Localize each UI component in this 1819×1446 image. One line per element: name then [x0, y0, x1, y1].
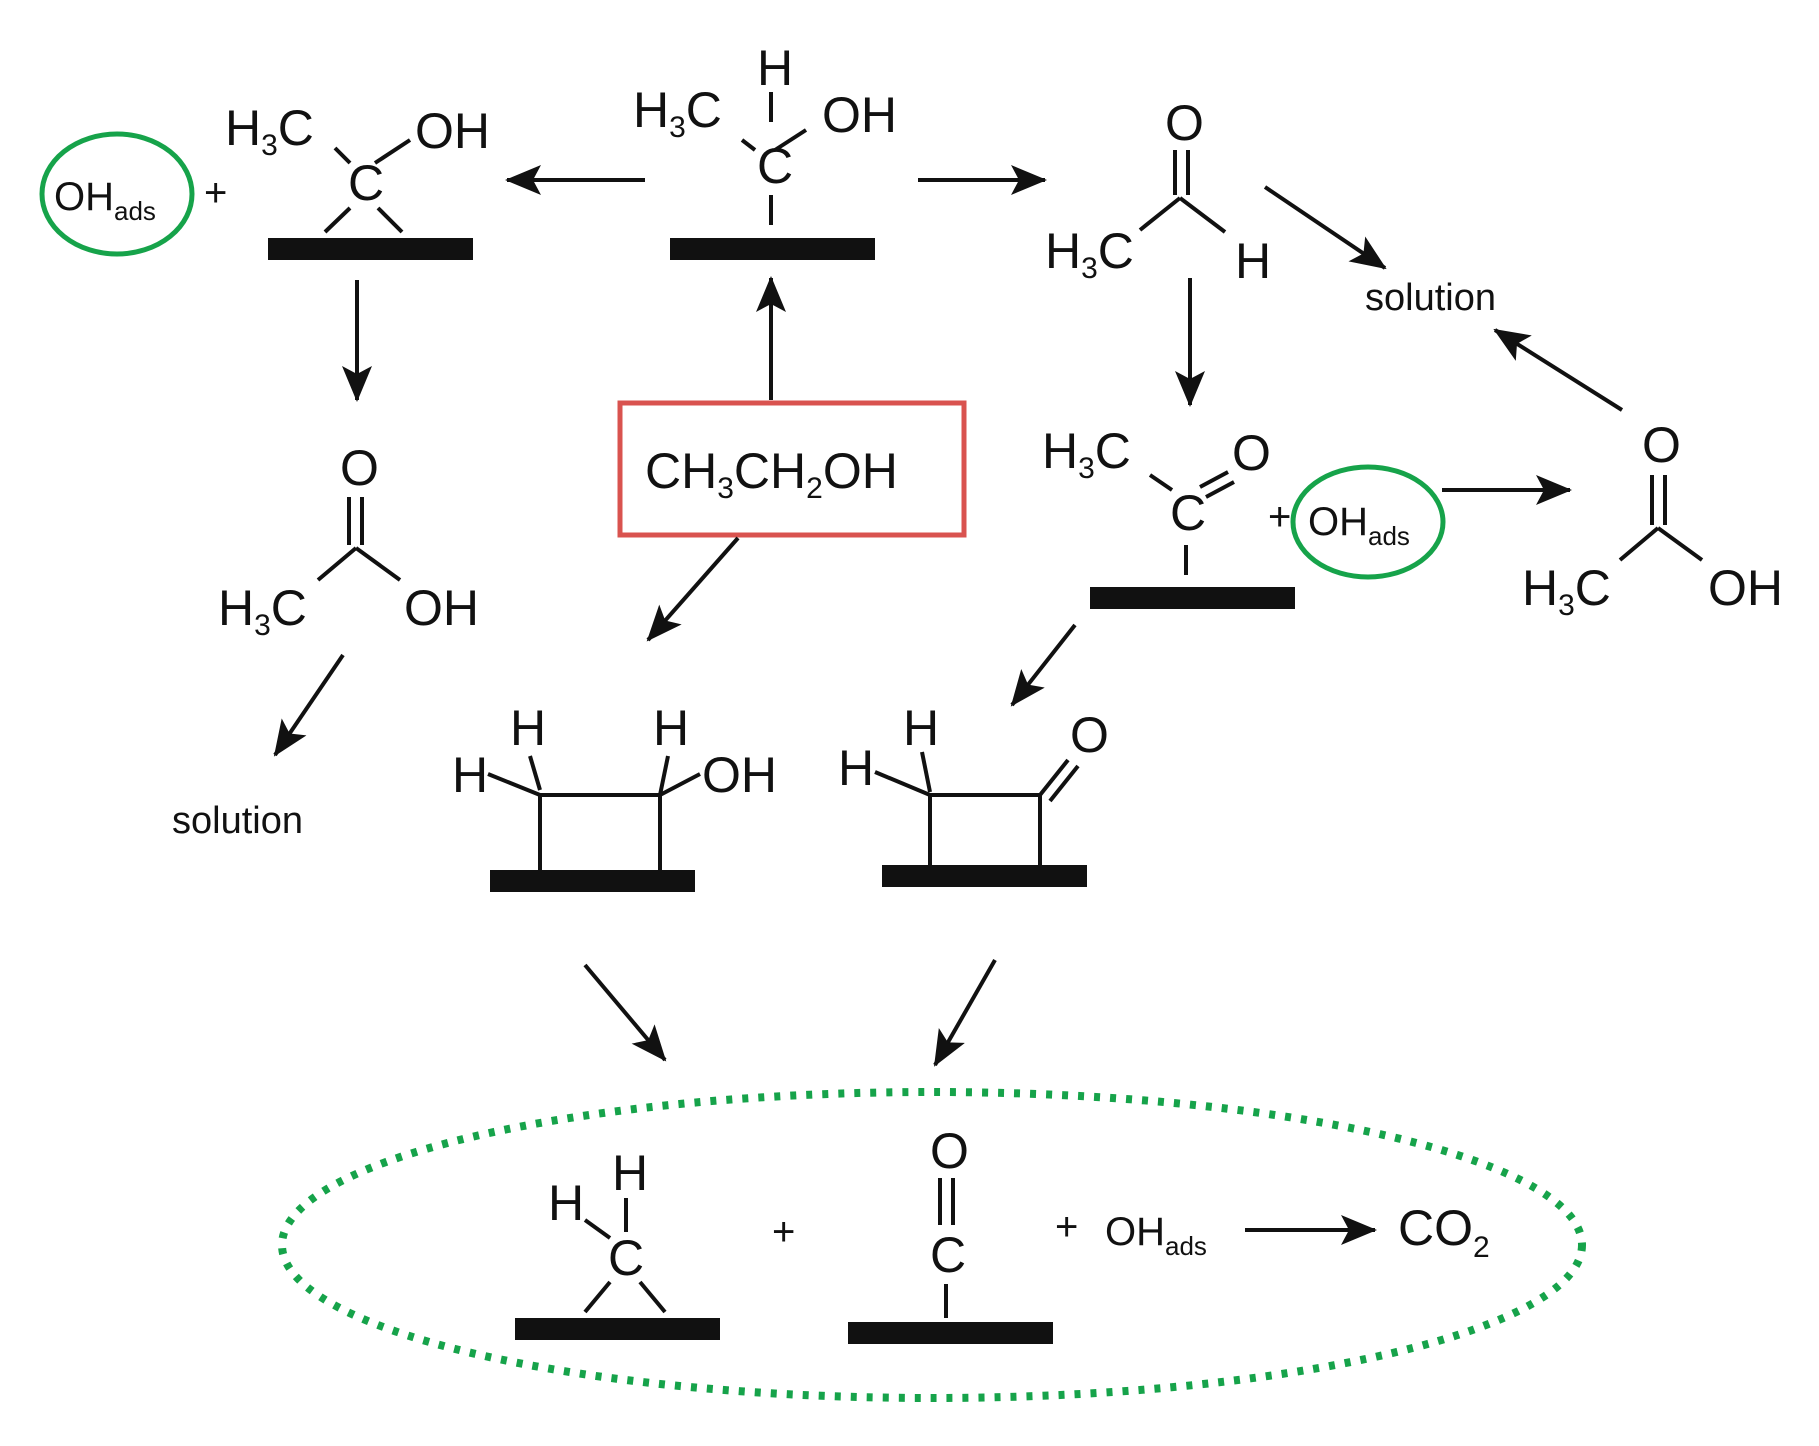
- surface-bar: [848, 1322, 1053, 1344]
- dotted-ellipse: [278, 1088, 1586, 1402]
- adsorbed-ch2: H H C: [515, 1145, 720, 1340]
- label-h3c: H3C: [633, 82, 722, 144]
- label-h: H: [653, 700, 689, 756]
- label-h: H: [1235, 233, 1271, 289]
- label-h: H: [548, 1175, 584, 1231]
- label-plus: +: [1268, 495, 1291, 539]
- acetic-acid-left: O H3C OH: [218, 440, 479, 642]
- surface-bar: [490, 870, 695, 892]
- label-plus: +: [772, 1210, 795, 1254]
- adsorbed-acetyl: H3C C O: [1042, 423, 1295, 609]
- arrow-acetaldehyde-to-solution: [1263, 185, 1387, 270]
- label-c: C: [348, 155, 384, 211]
- label-oh: OH: [404, 580, 479, 636]
- label-o: O: [340, 440, 379, 496]
- acetaldehyde: O H3C H: [1045, 95, 1271, 289]
- ohads-left: OHads +: [39, 131, 227, 257]
- ethanol-box-frame: [617, 400, 967, 538]
- label-o: O: [930, 1123, 969, 1179]
- label-ohads: OHads: [1105, 1210, 1207, 1261]
- label-c: C: [757, 138, 793, 194]
- arrow-acetic-to-solution: [1493, 328, 1624, 412]
- label-oh: OH: [702, 747, 777, 803]
- label-h: H: [757, 40, 793, 96]
- label-h: H: [903, 700, 939, 756]
- label-h3c: H3C: [1045, 223, 1134, 285]
- label-h3c: H3C: [1042, 423, 1131, 485]
- surface-bar: [670, 238, 875, 260]
- label-co2: CO2: [1398, 1200, 1490, 1264]
- acetic-acid-right: O H3C OH: [1522, 417, 1783, 622]
- ethanol-box: CH3CH2OH: [617, 400, 967, 538]
- arrow-ch2choh-to-products: [583, 963, 667, 1062]
- adsorbed-co: O C: [848, 1123, 1053, 1344]
- label-o: O: [1642, 417, 1681, 473]
- arrow-to-solution-left: [273, 653, 345, 757]
- label-o: O: [1070, 707, 1109, 763]
- ohads-ring-left: [39, 131, 195, 257]
- surface-bar: [268, 238, 473, 260]
- label-c: C: [930, 1227, 966, 1283]
- label-plus: +: [1055, 1205, 1078, 1249]
- solution-left: solution: [172, 800, 303, 842]
- label-oh: OH: [415, 103, 490, 159]
- surface-bar: [1090, 587, 1295, 609]
- label-h: H: [838, 740, 874, 796]
- adsorbed-hydroxyethyl: H3C OH C: [225, 100, 490, 260]
- label-c: C: [1170, 485, 1206, 541]
- label-o: O: [1232, 425, 1271, 481]
- label-h: H: [510, 700, 546, 756]
- label-h3c: H3C: [1522, 560, 1611, 622]
- ohads-ring-right: [1290, 464, 1446, 580]
- arrow-acetyl-to-ch2co: [1010, 623, 1077, 707]
- adsorbed-ch2-choh: H H H OH: [452, 700, 777, 892]
- ohads-right: + OHads: [1268, 464, 1446, 580]
- label-oh: OH: [822, 87, 897, 143]
- adsorbed-ch2-co: H H O: [838, 700, 1109, 887]
- label-o: O: [1165, 95, 1204, 151]
- ethanol-formula: CH3CH2OH: [645, 443, 898, 505]
- label-oh: OH: [1708, 560, 1783, 616]
- label-plus: +: [204, 171, 227, 215]
- arrow-ch2co-to-products: [933, 959, 997, 1067]
- final-oxidation-group: H H C + O C + OHads CO2: [278, 1088, 1586, 1402]
- label-h3c: H3C: [225, 100, 314, 162]
- label-h3c: H3C: [218, 580, 307, 642]
- label-ohads: OHads: [1308, 500, 1410, 551]
- solution-right: solution: [1365, 277, 1496, 319]
- label-h: H: [452, 747, 488, 803]
- label-h: H: [612, 1145, 648, 1201]
- label-ohads: OHads: [54, 175, 156, 226]
- surface-bar: [515, 1318, 720, 1340]
- surface-bar: [882, 865, 1087, 887]
- arrow-box-to-ch2: [646, 536, 740, 642]
- adsorbed-ethanol: H3C H OH C: [633, 40, 897, 260]
- label-c: C: [608, 1230, 644, 1286]
